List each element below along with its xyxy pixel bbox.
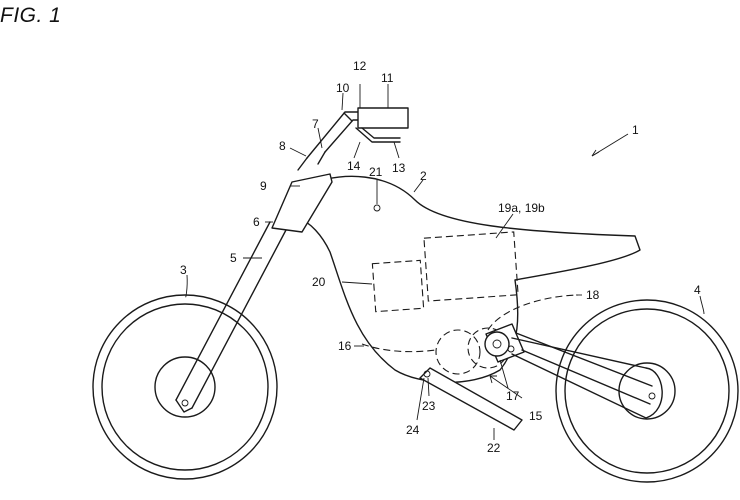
label-24: 24: [406, 423, 420, 437]
head-pipe: [271, 173, 333, 233]
label-19: 19a, 19b: [498, 201, 545, 215]
label-16: 16: [338, 339, 352, 353]
front-fork: [175, 221, 287, 413]
label-8: 8: [279, 139, 286, 153]
control-unit: [371, 259, 425, 313]
front-wheel: [92, 294, 278, 480]
label-3: 3: [180, 263, 187, 277]
label-22: 22: [487, 441, 501, 455]
leader-lines: [185, 84, 705, 440]
body-frame: [297, 175, 641, 384]
label-18: 18: [586, 288, 600, 302]
label-15: 15: [529, 409, 543, 423]
bracket: [355, 127, 401, 143]
label-11: 11: [381, 71, 394, 85]
reference-labels: 1 2 3 4 5 6 7 8 9 10 11 12 13 14 15 16 1…: [180, 59, 701, 455]
handlebar: [306, 111, 361, 159]
label-7: 7: [312, 117, 319, 131]
label-12: 12: [353, 59, 367, 73]
label-13: 13: [392, 161, 406, 175]
label-2: 2: [420, 169, 427, 183]
label-23: 23: [422, 399, 436, 413]
label-21: 21: [369, 165, 383, 179]
label-10: 10: [336, 81, 350, 95]
label-14: 14: [347, 159, 361, 173]
arrow-15: [489, 375, 523, 399]
label-6: 6: [253, 215, 260, 229]
battery-box: [423, 231, 519, 302]
label-4: 4: [694, 283, 701, 297]
swing-arm: [484, 323, 663, 419]
display-unit: [357, 107, 409, 129]
label-9: 9: [260, 179, 267, 193]
sensor-21: [373, 204, 381, 212]
label-5: 5: [230, 251, 237, 265]
side-stand: [419, 367, 523, 431]
rear-wheel: [555, 299, 739, 483]
figure-title: FIG. 1: [0, 4, 62, 27]
label-20: 20: [312, 275, 326, 289]
label-1: 1: [632, 123, 639, 137]
arrow-1: [591, 133, 629, 157]
label-17: 17: [506, 389, 520, 403]
